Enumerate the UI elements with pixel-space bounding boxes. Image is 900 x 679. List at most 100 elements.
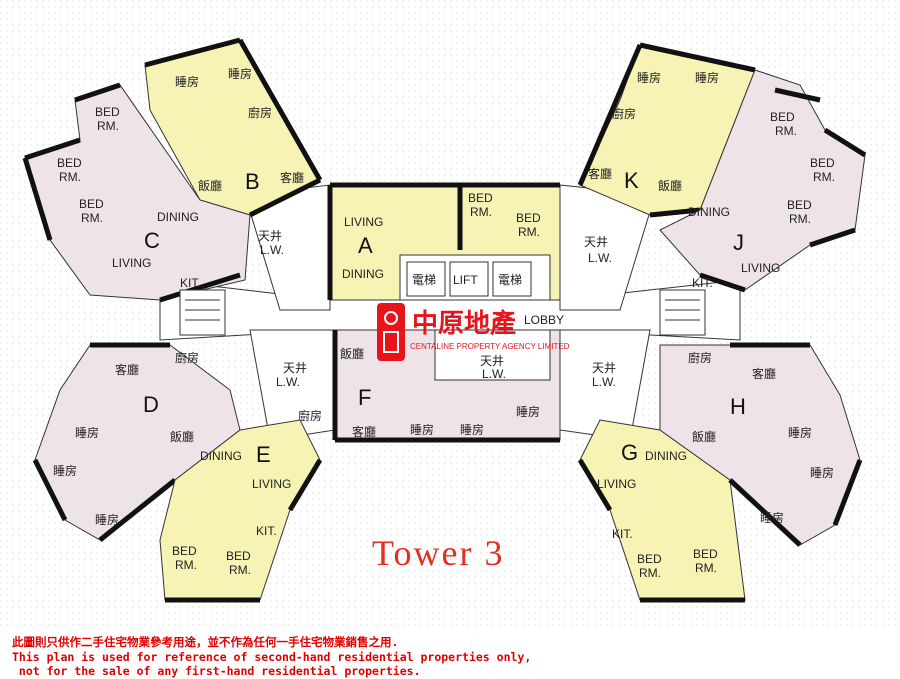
room-label: L.W. xyxy=(482,367,506,381)
unit-label-e: E xyxy=(256,442,271,467)
lift-2 xyxy=(449,261,489,297)
room-label: 客廳 xyxy=(752,366,776,381)
room-label: 睡房 xyxy=(53,463,77,478)
room-label: 廚房 xyxy=(612,106,636,121)
room-label: 睡房 xyxy=(760,510,784,525)
room-label: LIVING xyxy=(597,477,636,491)
unit-g: G DINING LIVING KIT. BED RM. BED RM. xyxy=(577,419,746,603)
room-label: 飯廳 xyxy=(658,178,682,193)
room-label: BED xyxy=(787,198,812,212)
unit-h: 廚房 客廳 H 飯廳 睡房 睡房 睡房 xyxy=(659,342,863,547)
room-label: 睡房 xyxy=(695,70,719,85)
room-label: 客廳 xyxy=(352,424,376,439)
lift-3 xyxy=(492,261,532,297)
room-label: BED xyxy=(516,211,541,225)
room-label: 睡房 xyxy=(75,425,99,440)
unit-k: 睡房 睡房 廚房 客廳 K 飯廳 xyxy=(577,42,756,218)
room-label: RM. xyxy=(639,566,661,580)
light-well-label: L.W. xyxy=(588,251,612,265)
room-label: 飯廳 xyxy=(198,178,222,193)
room-label: KIT. xyxy=(612,527,633,541)
room-label: RM. xyxy=(97,119,119,133)
room-label: 廚房 xyxy=(688,350,712,365)
room-label: BED xyxy=(770,110,795,124)
room-label: 睡房 xyxy=(460,422,484,437)
unit-label-a: A xyxy=(358,233,373,258)
unit-e: DINING E LIVING KIT. BED RM. BED RM. xyxy=(159,419,323,603)
tower-title: Tower 3 xyxy=(372,533,504,573)
room-label: DINING xyxy=(200,449,242,463)
room-label: LIVING xyxy=(252,477,291,491)
room-label: KIT. xyxy=(256,524,277,538)
lobby-label: LOBBY xyxy=(524,313,564,327)
room-label: 飯廳 xyxy=(170,429,194,444)
room-label: 飯廳 xyxy=(340,346,364,361)
room-label: RM. xyxy=(81,211,103,225)
room-label: LIVING xyxy=(112,256,151,270)
unit-label-f: F xyxy=(358,385,371,410)
unit-label-d: D xyxy=(143,392,159,417)
light-well-label: 天井 xyxy=(283,361,307,375)
room-label: BED xyxy=(95,105,120,119)
room-label: 客廳 xyxy=(588,166,612,181)
room-label: 睡房 xyxy=(95,512,119,527)
room-label: DINING xyxy=(157,210,199,224)
room-label: 睡房 xyxy=(228,66,252,81)
unit-d: 廚房 客廳 D 睡房 飯廳 睡房 睡房 xyxy=(32,342,241,542)
room-label: RM. xyxy=(775,124,797,138)
unit-b: 睡房 睡房 廚房 飯廳 B 客廳 xyxy=(144,37,323,218)
room-label: RM. xyxy=(59,170,81,184)
room-label: 睡房 xyxy=(516,404,540,419)
unit-c: BED RM. BED RM. BED RM. DINING C LIVING … xyxy=(22,82,251,303)
room-label: BED xyxy=(226,549,251,563)
room-label: 客廳 xyxy=(280,170,304,185)
unit-label-k: K xyxy=(624,168,639,193)
lift-label: 電梯 xyxy=(498,273,522,287)
room-label: RM. xyxy=(470,205,492,219)
disclaimer-chinese: 此圖則只供作二手住宅物業參考用途，並不作為任何一手住宅物業銷售之用. xyxy=(12,635,399,649)
room-label: 睡房 xyxy=(637,70,661,85)
room-label: 睡房 xyxy=(788,425,812,440)
room-label: BED xyxy=(810,156,835,170)
light-well-label: 天井 xyxy=(584,235,608,249)
room-label: DINING xyxy=(342,267,384,281)
lift-label: 電梯 xyxy=(412,273,436,287)
light-well-label: L.W. xyxy=(592,375,616,389)
room-label: 天井 xyxy=(480,354,504,368)
room-label: RM. xyxy=(695,561,717,575)
room-label: RM. xyxy=(229,563,251,577)
unit-label-h: H xyxy=(730,394,746,419)
logo-chinese-text: 中原地產 xyxy=(412,308,516,339)
disclaimer-english-line2: not for the sale of any first-hand resid… xyxy=(12,664,421,678)
room-label: KIT. xyxy=(692,276,713,290)
room-label: BED xyxy=(468,191,493,205)
light-well-label: 天井 xyxy=(592,361,616,375)
room-label: 睡房 xyxy=(410,422,434,437)
room-label: KIT. xyxy=(180,276,201,290)
room-label: BED xyxy=(57,156,82,170)
room-label: DINING xyxy=(645,449,687,463)
room-label: BED xyxy=(637,552,662,566)
room-label: 飯廳 xyxy=(692,429,716,444)
room-label: RM. xyxy=(789,212,811,226)
room-label: RM. xyxy=(518,225,540,239)
light-well-label: L.W. xyxy=(260,243,284,257)
room-label: DINING xyxy=(688,205,730,219)
room-label: LIVING xyxy=(741,261,780,275)
unit-f: 飯廳 F 客廳 廚房 睡房 睡房 睡房 天井 L.W. xyxy=(298,329,561,443)
room-label: BED xyxy=(79,197,104,211)
centaline-logo: 中原地產 CENTALINE PROPERTY AGENCY LIMITED xyxy=(377,303,570,361)
room-label: 廚房 xyxy=(248,105,272,120)
unit-a: LIVING A DINING BED RM. BED RM. 電梯 LIFT … xyxy=(327,182,561,301)
room-label: RM. xyxy=(813,170,835,184)
room-label: LIVING xyxy=(344,215,383,229)
unit-label-b: B xyxy=(245,169,260,194)
lift-1 xyxy=(406,261,446,297)
room-label: 睡房 xyxy=(810,465,834,480)
room-label: 睡房 xyxy=(175,74,199,89)
staircase-right xyxy=(659,289,706,336)
unit-label-j: J xyxy=(733,230,744,255)
unit-label-g: G xyxy=(621,440,638,465)
logo-english-text: CENTALINE PROPERTY AGENCY LIMITED xyxy=(410,342,570,351)
